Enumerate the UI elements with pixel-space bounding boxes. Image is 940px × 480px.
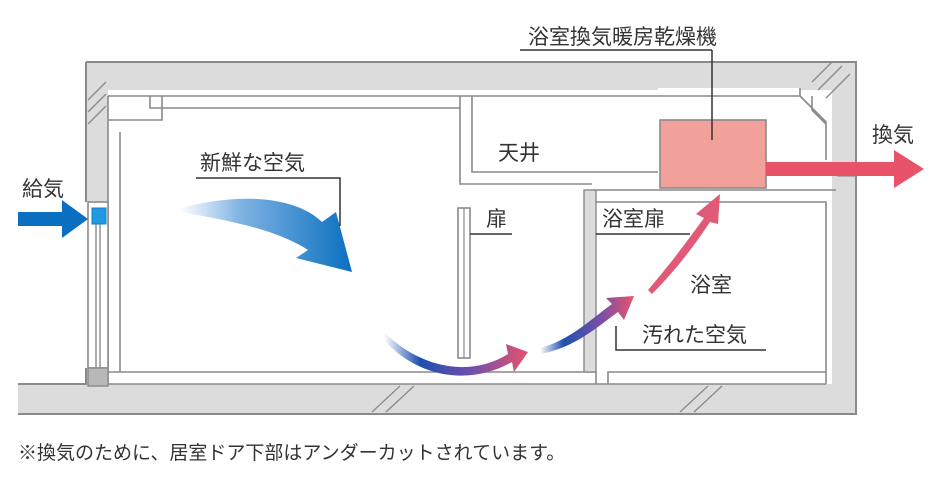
airflow-arrow-icon xyxy=(648,194,720,294)
airflow-arrow-icon xyxy=(384,332,528,376)
exhaust-label: 換気 xyxy=(872,123,914,147)
bath-ventilation-unit xyxy=(659,119,767,189)
supply-arrow-icon xyxy=(18,200,88,238)
footnote: ※換気のために、居室ドア下部はアンダーカットされています。 xyxy=(18,442,566,464)
door-label: 扉 xyxy=(486,207,507,231)
unit-name-label: 浴室換気暖房乾燥機 xyxy=(528,25,717,49)
dirty-air-label: 汚れた空気 xyxy=(642,323,747,347)
bathroom-label: 浴室 xyxy=(690,273,732,297)
fresh-air-label: 新鮮な空気 xyxy=(200,151,305,175)
building-walls xyxy=(18,61,857,415)
supply-label: 給気 xyxy=(22,177,64,201)
exhaust-arrow-icon xyxy=(766,150,924,188)
airflow-arrow-icon xyxy=(540,296,634,354)
fresh-air-arrow-icon xyxy=(180,198,352,272)
bath-door-label: 浴室扉 xyxy=(602,207,665,231)
ceiling-label: 天井 xyxy=(498,141,540,165)
